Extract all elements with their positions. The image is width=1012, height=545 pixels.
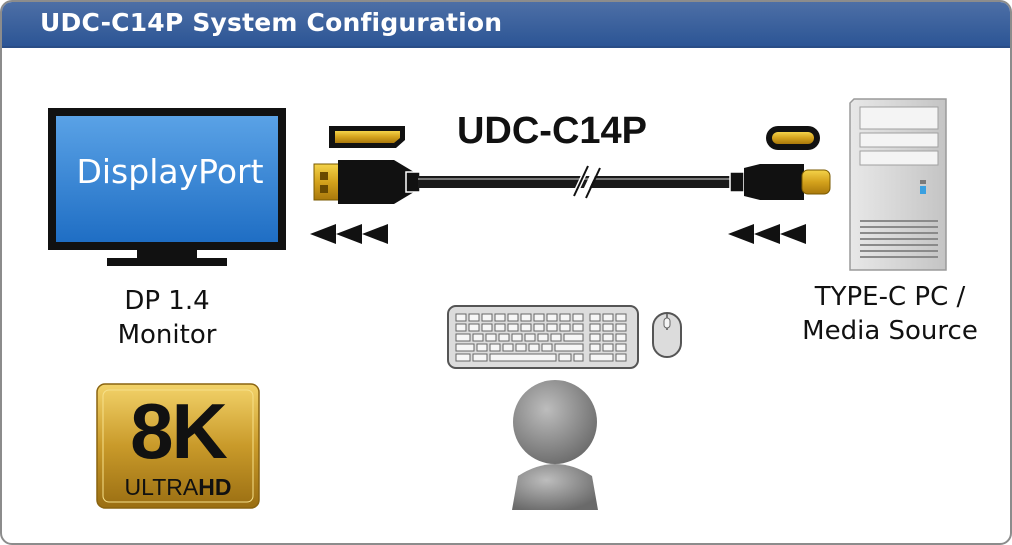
source-label-line2: Media Source — [802, 316, 978, 346]
displayport-port-icon — [329, 126, 405, 148]
badge-main-text: 8K — [130, 387, 228, 475]
badge-sub-bold: HD — [198, 474, 232, 500]
keyboard-icon — [447, 305, 639, 369]
signal-arrows-left-icon — [310, 224, 388, 244]
cable-model-label: UDC-C14P — [456, 110, 648, 152]
mouse-icon — [652, 312, 682, 358]
source-label: TYPE-C PC / Media Source — [780, 280, 1000, 348]
monitor-label-line1: DP 1.4 — [124, 286, 210, 316]
badge-sub-text: ULTRAHD — [97, 474, 259, 501]
badge-sub-light: ULTRA — [124, 474, 199, 500]
monitor-label: DP 1.4 Monitor — [62, 284, 272, 352]
source-label-line1: TYPE-C PC / — [814, 282, 966, 312]
monitor-icon — [48, 108, 286, 266]
pc-tower-icon — [849, 98, 947, 271]
title-bar: UDC-C14P System Configuration — [2, 2, 1010, 48]
monitor-label-line2: Monitor — [117, 320, 217, 350]
cable-icon — [313, 160, 831, 204]
signal-arrows-right-icon — [728, 224, 806, 244]
8k-ultra-hd-badge-icon — [96, 383, 260, 509]
monitor-screen-text: DisplayPort — [76, 152, 264, 191]
page-title: UDC-C14P System Configuration — [40, 8, 503, 37]
usb-c-port-icon — [766, 126, 820, 150]
user-icon — [512, 380, 598, 510]
